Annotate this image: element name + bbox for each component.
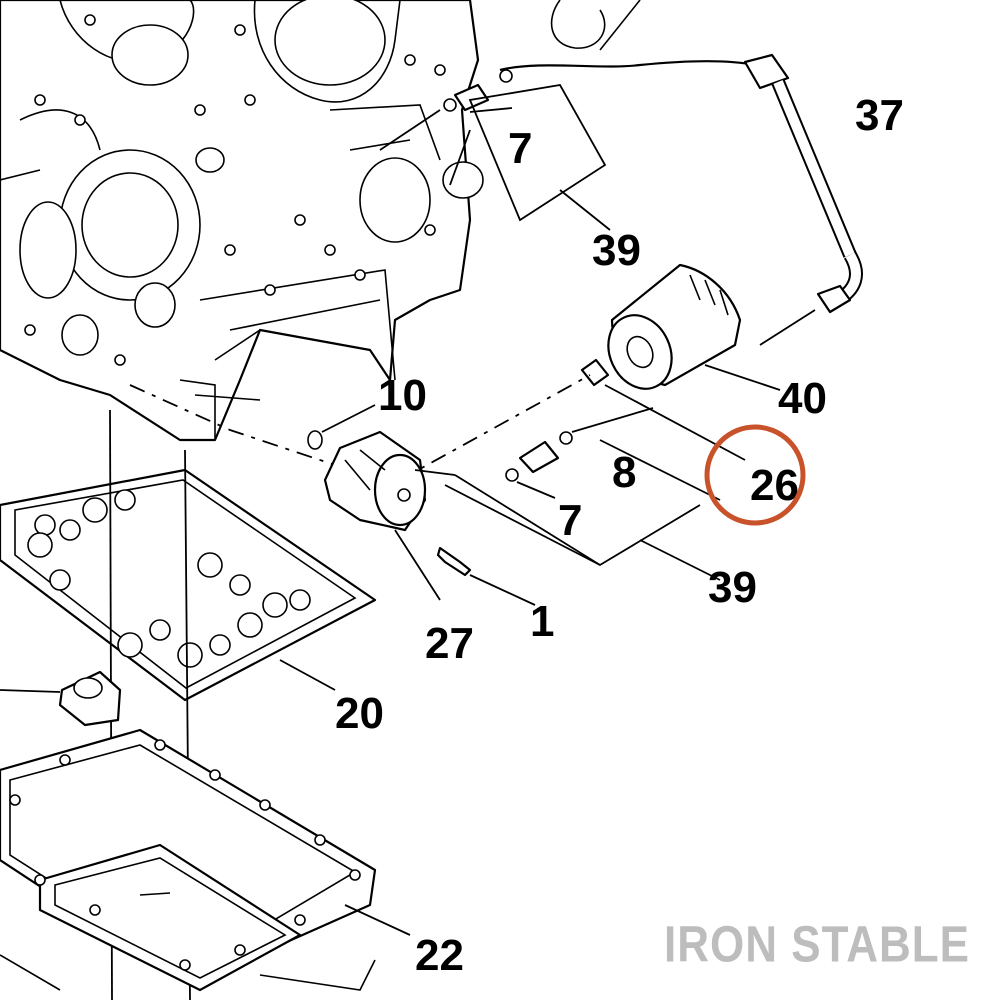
callout-26: 26	[750, 461, 799, 510]
callout-labels: 37 7 39 40 10 8 26 7 39 1 27 20 22	[335, 91, 904, 980]
upper-fitting-outline	[550, 0, 606, 49]
watermark: IRON STABLE	[664, 916, 970, 973]
gasket-holes	[27, 489, 311, 668]
callout-7-lower: 7	[558, 496, 582, 545]
filter-adapter-27	[323, 430, 456, 601]
alignment-line-filter	[399, 374, 591, 481]
oil-hose-37	[499, 53, 863, 346]
callout-20: 20	[335, 689, 384, 738]
gasket-20	[0, 468, 377, 702]
crankcase	[0, 0, 484, 442]
callout-10: 10	[378, 371, 427, 420]
callout-39-upper: 39	[592, 226, 641, 275]
o-ring-10	[307, 404, 376, 450]
callout-27: 27	[425, 619, 474, 668]
bolt-1	[436, 546, 536, 606]
callout-22: 22	[415, 931, 464, 980]
oil-pan-22	[0, 728, 411, 992]
callout-37: 37	[855, 91, 904, 140]
crankcase-bolts	[24, 14, 446, 366]
callout-40: 40	[778, 374, 827, 423]
spacer-block	[0, 670, 122, 727]
callout-7-upper: 7	[508, 124, 532, 173]
callout-8: 8	[612, 448, 636, 497]
fitting-assembly-top	[379, 69, 611, 231]
highlight-circle	[704, 424, 806, 526]
fitting-assembly-bottom	[444, 407, 721, 581]
nipple-26	[580, 358, 746, 461]
upper-bracket-line	[599, 0, 641, 51]
callout-1: 1	[530, 597, 554, 646]
alignment-line-bolt	[129, 384, 351, 471]
oil-pan-bolts	[9, 739, 361, 971]
oil-filter-40	[607, 263, 781, 391]
callout-39-lower: 39	[708, 563, 757, 612]
